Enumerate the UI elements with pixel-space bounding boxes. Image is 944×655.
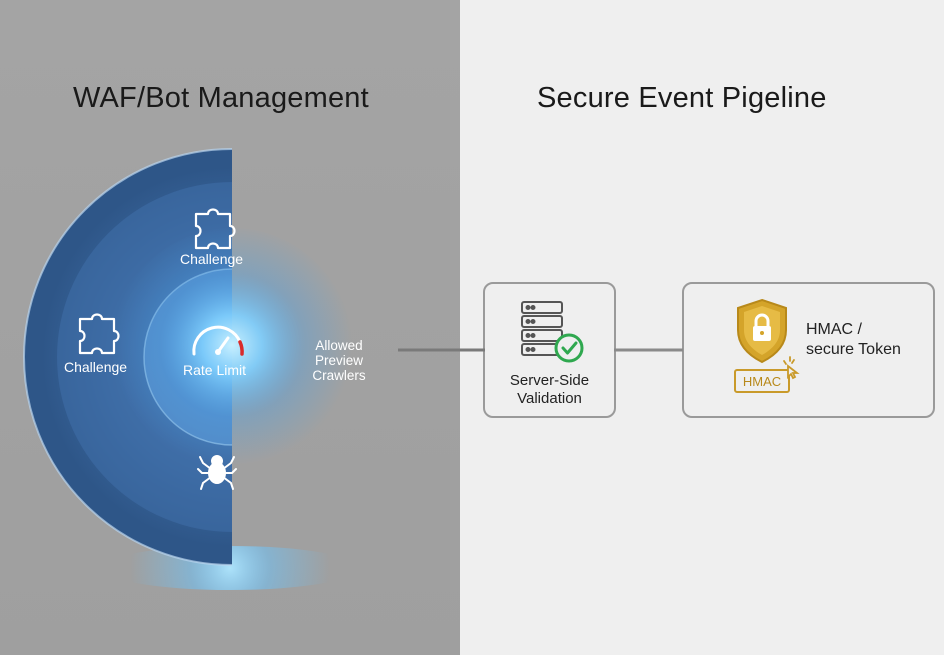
- hmac-tag: [734, 369, 790, 393]
- gauge-icon: [192, 325, 244, 356]
- hmac-token-label: HMAC / secure Token: [806, 321, 901, 358]
- challenge-left-label: Challenge: [64, 359, 128, 375]
- check-circle-icon: [554, 333, 584, 363]
- puzzle-icon: [78, 313, 120, 355]
- puzzle-icon: [194, 208, 236, 250]
- bottom-glow: [100, 546, 360, 590]
- cursor-click-icon: [783, 356, 800, 380]
- hmac-token-box: [682, 282, 935, 418]
- allowed-crawlers-label: Allowed Preview Crawlers: [312, 338, 366, 383]
- hmac-tag-label: HMAC: [742, 374, 782, 389]
- center-glow: [112, 228, 352, 468]
- waf-title: WAF/Bot Management: [73, 82, 369, 114]
- shield-lock-icon: [737, 298, 787, 364]
- pipeline-title: Secure Event Pigeline: [537, 82, 827, 114]
- spider-icon: [197, 455, 237, 490]
- challenge-top-label: Challenge: [180, 251, 244, 267]
- rate-limit-label: Rate Limit: [183, 362, 247, 378]
- server-validation-label: Server-Side Validation: [509, 372, 590, 407]
